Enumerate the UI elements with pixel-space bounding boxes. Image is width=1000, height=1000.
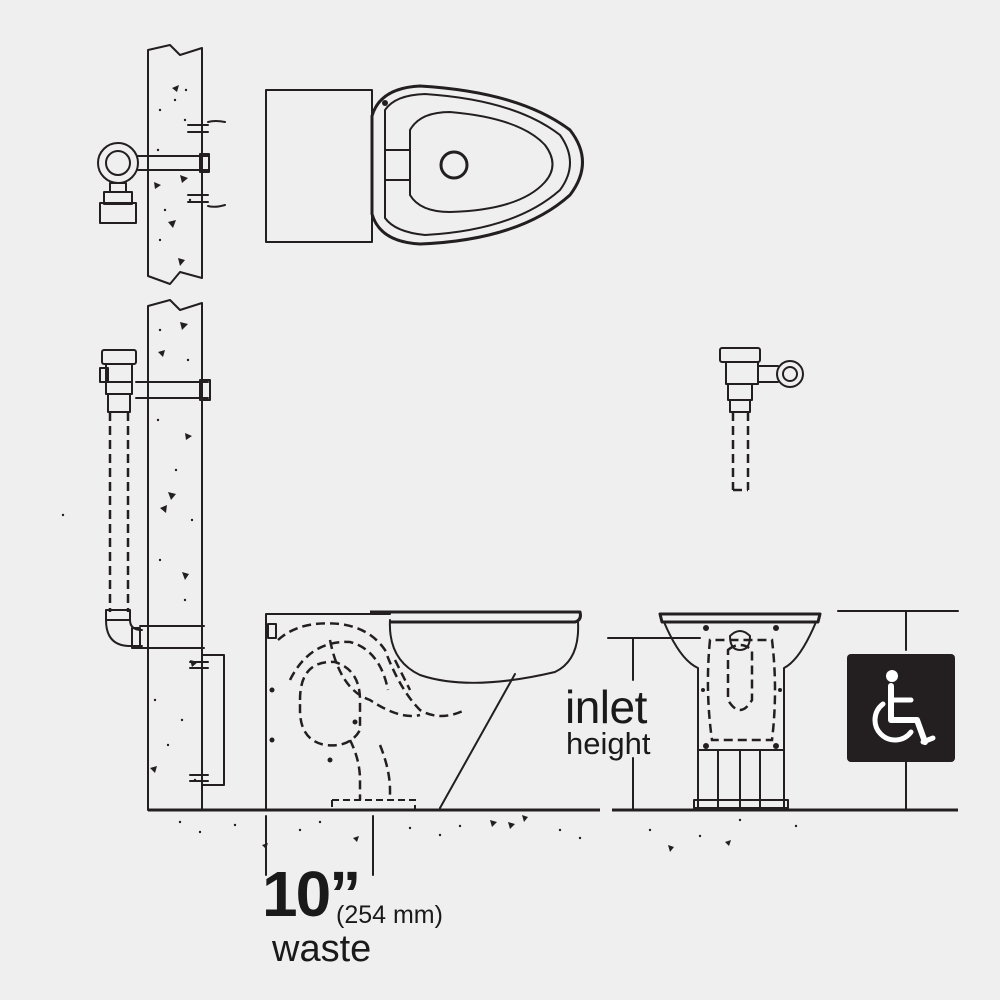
inlet-height-label-line2: height	[566, 726, 651, 761]
wall-elevation-section	[147, 299, 225, 811]
inlet-height-label-line1: inlet	[565, 681, 647, 733]
toilet-plan	[265, 84, 584, 246]
flush-valve-front	[719, 347, 804, 492]
waste-dimension-value: 10”	[262, 858, 361, 930]
waste-dimension-lines	[265, 815, 374, 876]
wheelchair-icon	[872, 670, 936, 745]
toilet-front-elevation	[658, 612, 822, 809]
flush-valve-plan	[97, 120, 226, 224]
accessibility-badge	[847, 654, 955, 762]
inlet-height-dimension-lines	[607, 637, 701, 811]
wall-plan-section	[147, 44, 203, 285]
waste-dimension-label: waste	[272, 928, 372, 970]
rim-height-dimension-lines	[837, 610, 959, 811]
flush-valve-elevation	[99, 349, 211, 649]
waste-dimension-metric: (254 mm)	[336, 901, 443, 929]
toilet-side-elevation	[265, 610, 582, 811]
